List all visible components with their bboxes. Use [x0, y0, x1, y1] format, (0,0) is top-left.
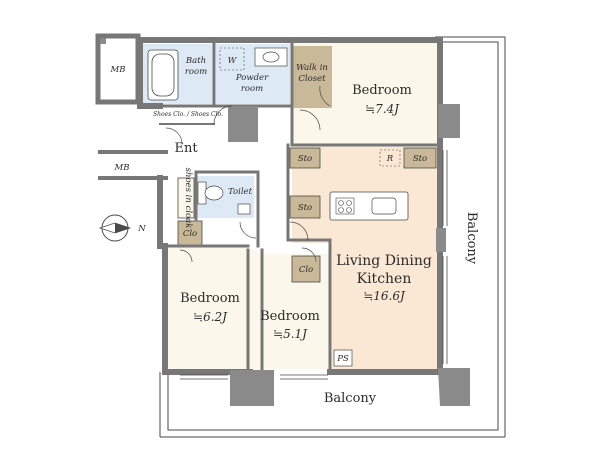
columns	[100, 38, 470, 406]
storage-label-3: Sto	[298, 203, 312, 213]
entrance-label: Ent	[174, 141, 198, 156]
ldk-name-line1: Living Dining	[336, 253, 432, 269]
walk-in-closet-line1: Walk in	[296, 63, 328, 73]
bedroom-ne-area: ≒7.4J	[365, 102, 400, 116]
washer-label: W	[228, 56, 238, 66]
balcony-label-south: Balcony	[324, 391, 377, 406]
meter-box-label-1: MB	[110, 65, 126, 75]
bedroom-sw-area: ≒6.2J	[193, 310, 228, 324]
ldk-area: ≒16.6J	[363, 289, 406, 303]
toilet-fixture	[197, 181, 251, 215]
bedroom-s-name: Bedroom	[260, 309, 320, 324]
shoes-closet-label: Shoes Clo. / Shoes Clo.	[153, 111, 223, 118]
compass-label: N	[137, 224, 146, 234]
bedroom-ne-name: Bedroom	[352, 83, 412, 98]
pipe-space	[333, 349, 353, 367]
refrigerator-space	[379, 149, 401, 167]
storage-label-2: Sto	[413, 154, 427, 164]
walls	[137, 37, 443, 375]
washer-space	[219, 47, 245, 71]
compass-icon	[98, 214, 132, 242]
balcony-outline	[159, 36, 506, 438]
washbasin	[254, 47, 288, 67]
powder-label-line2: room	[241, 84, 263, 94]
walk-in-closet-floor	[292, 46, 332, 108]
bedroom-s-area: ≒5.1J	[273, 327, 308, 341]
toilet-label: Toilet	[228, 187, 253, 197]
ldk-floor	[330, 147, 438, 369]
bedroom-sw-name: Bedroom	[180, 291, 240, 306]
meter-box-label-2: MB	[114, 163, 130, 173]
powder-label-line1: Powder	[235, 73, 269, 83]
storage-label-1: Sto	[298, 154, 312, 164]
bathtub	[147, 49, 179, 101]
windows	[180, 150, 448, 380]
kitchen-counter	[329, 191, 409, 221]
storage-closets	[177, 147, 437, 283]
ldk-name-line2: Kitchen	[357, 271, 412, 287]
walk-in-closet-line2: Closet	[298, 74, 326, 84]
closet-label-s: Clo	[299, 265, 313, 275]
refrigerator-label: R	[386, 154, 394, 164]
door-swings	[165, 85, 331, 263]
bedroom-sw-floor	[168, 246, 258, 369]
closet-label-sw: Clo	[183, 229, 197, 239]
balcony-label-east: Balcony	[464, 212, 479, 265]
bath-label-line2: room	[185, 67, 207, 77]
pipe-space-label: PS	[336, 354, 349, 364]
shoes-in-cloak-label: shoes in cloak	[183, 168, 193, 229]
bath-label-line1: Bath	[185, 56, 206, 66]
